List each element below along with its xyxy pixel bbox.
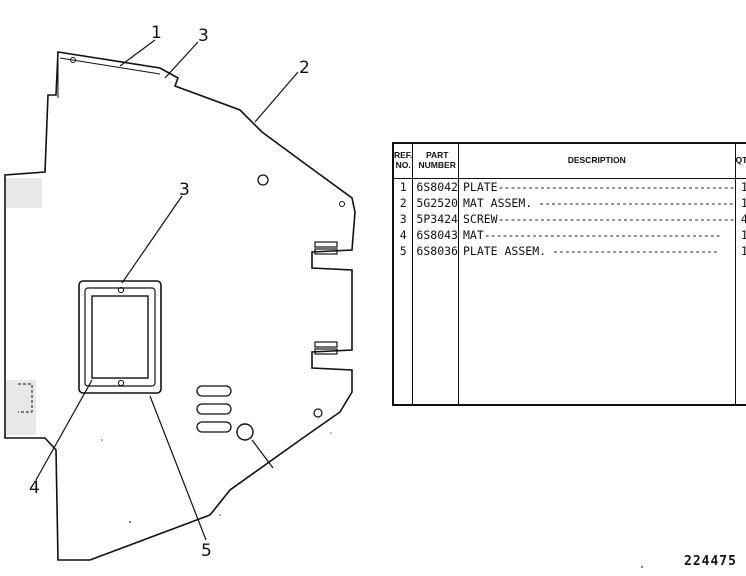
callout-3-mid: 3: [179, 180, 190, 200]
header-qty: QTY: [734, 143, 746, 179]
leader-3-top: [164, 41, 199, 79]
rounded-slot: [196, 403, 232, 415]
description-cell: SCREW-----------------------------------…: [457, 211, 736, 227]
table-row: 4 6S8043 MAT----------------------------…: [392, 227, 746, 243]
mat-inner: [91, 295, 149, 379]
screw-hole: [117, 379, 125, 387]
callout-3-top: 3: [198, 26, 209, 46]
hole: [257, 174, 269, 186]
mat-frame-outer: [78, 280, 162, 394]
part-number-cell: 5P3424: [412, 211, 459, 227]
table-row: 3 5P3424 SCREW--------------------------…: [392, 211, 746, 227]
description-cell: PLATE-----------------------------------…: [457, 178, 736, 195]
ref-cell: 4: [392, 227, 414, 243]
leader-1: [119, 39, 156, 67]
callout-4: 4: [29, 478, 40, 498]
left-edge-texture-bottom: [6, 380, 36, 435]
description-cell: PLATE ASSEM. ---------------------------…: [457, 243, 736, 259]
screw-hole: [117, 286, 125, 294]
drawing-number: 224475: [684, 554, 737, 569]
header-ref-no: REF.NO.: [392, 143, 414, 179]
table-filler-row: [392, 259, 746, 405]
hole: [313, 408, 323, 418]
leader-3-mid: [121, 195, 183, 284]
description-cell: MAT-------------------------------------…: [457, 227, 736, 243]
description-cell: MAT ASSEM. -----------------------------…: [457, 195, 736, 211]
hole: [339, 201, 345, 207]
ref-cell: 5: [392, 243, 414, 259]
slot: [314, 248, 338, 255]
qty-cell: 1: [734, 243, 746, 259]
table-row: 2 5G2520 MAT ASSEM. --------------------…: [392, 195, 746, 211]
header-description: DESCRIPTION: [457, 143, 736, 179]
table-row: 5 6S8036 PLATE ASSEM. ------------------…: [392, 243, 746, 259]
slot: [314, 241, 338, 248]
qty-cell: 1: [734, 178, 746, 195]
callout-5: 5: [201, 541, 212, 561]
mat-frame-mid: [84, 287, 156, 387]
callout-2: 2: [299, 58, 310, 78]
leader-5: [149, 395, 207, 541]
plate-outline: [4, 51, 356, 561]
qty-cell: 4: [734, 211, 746, 227]
ref-cell: 3: [392, 211, 414, 227]
leader-edge: [251, 439, 274, 469]
ref-cell: 2: [392, 195, 414, 211]
leader-2: [254, 71, 299, 123]
ref-cell: 1: [392, 178, 414, 195]
table-row: 1 6S8042 PLATE--------------------------…: [392, 178, 746, 195]
hole: [70, 57, 76, 63]
qty-cell: 1: [734, 227, 746, 243]
part-number-cell: 6S8036: [412, 243, 459, 259]
left-edge-texture-top: [6, 178, 42, 208]
part-number-cell: 5G2520: [412, 195, 459, 211]
rounded-slot: [196, 421, 232, 433]
leader-4: [35, 379, 93, 481]
hole: [236, 423, 254, 441]
part-number-cell: 6S8043: [412, 227, 459, 243]
part-number-cell: 6S8042: [412, 178, 459, 195]
qty-cell: 1: [734, 195, 746, 211]
slot: [314, 348, 338, 355]
slot: [314, 341, 338, 348]
rounded-slot: [196, 385, 232, 397]
callout-1: 1: [151, 23, 162, 43]
